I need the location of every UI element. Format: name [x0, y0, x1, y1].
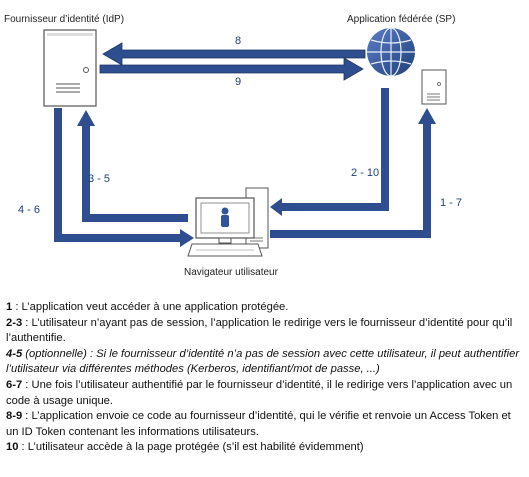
arrow-1-7-head [418, 108, 436, 124]
sp-label: Application fédérée (SP) [347, 14, 456, 25]
arrow-4-6-head [180, 229, 194, 247]
arrow-1-7 [270, 124, 431, 238]
step-6-7: 6-7 : Une fois l’utilisateur authentifié… [6, 378, 526, 409]
browser-workstation-icon [187, 187, 269, 257]
arrow-3-5-label: 3 - 5 [88, 173, 111, 185]
step-1: 1 : L’application veut accéder à une app… [6, 300, 526, 316]
arrow-8 [102, 42, 366, 66]
step-8-9: 8-9 : L’application envoie ce code au fo… [6, 409, 526, 440]
steps-legend: 1 : L’application veut accéder à une app… [6, 300, 526, 456]
step-key: 2-3 [6, 316, 23, 329]
arrow-8-label: 8 [235, 35, 242, 47]
step-text: : L’application veut accéder à une appli… [12, 301, 289, 313]
arrow-2-10 [282, 88, 389, 211]
arrow-4-6-label: 4 - 6 [18, 204, 41, 216]
step-text: (optionnelle) : Si le fournisseur d’iden… [6, 347, 520, 376]
idp-label: Fournisseur d’identité (IdP) [4, 14, 125, 25]
step-text: : L’application envoie ce code au fourni… [6, 410, 511, 438]
arrow-2-10-label: 2 - 10 [351, 167, 380, 179]
step-2-3: 2-3 : L’utilisateur n’ayant pas de sessi… [6, 316, 526, 347]
sp-server-icon [421, 69, 447, 105]
step-key: 10 [6, 441, 19, 454]
arrow-9 [99, 57, 364, 81]
step-key: 4-5 [6, 347, 23, 360]
idp-server-icon [43, 29, 97, 107]
step-key: 1 [6, 301, 13, 313]
step-text: : L’utilisateur n’ayant pas de session, … [6, 316, 513, 345]
globe-icon [367, 27, 415, 77]
browser-label: Navigateur utilisateur [184, 267, 278, 278]
step-10: 10 : L’utilisateur accède à la page prot… [6, 440, 526, 456]
step-4-5: 4-5 (optionnelle) : Si le fournisseur d’… [6, 347, 526, 378]
arrow-3-5 [82, 126, 188, 222]
flow-diagram [43, 27, 447, 257]
arrow-2-10-head [270, 198, 282, 216]
arrow-3-5-head [77, 110, 95, 126]
arrow-4-6 [54, 108, 180, 242]
step-text: : Une fois l’utilisateur authentifié par… [6, 378, 513, 407]
step-key: 6-7 [6, 378, 23, 391]
step-text: : L’utilisateur accède à la page protégé… [18, 441, 364, 454]
arrow-9-label: 9 [235, 76, 242, 88]
step-key: 8-9 [6, 410, 23, 423]
arrow-1-7-label: 1 - 7 [440, 197, 463, 209]
